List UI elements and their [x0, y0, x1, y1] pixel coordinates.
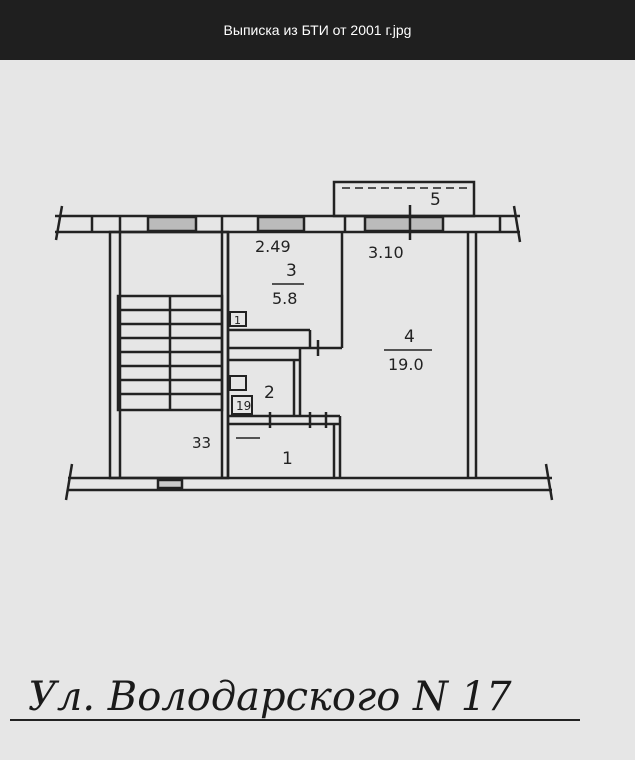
- window-dimension-label: 3.10: [368, 243, 404, 262]
- area-label: 33: [192, 434, 211, 452]
- room-number-label: 2: [264, 383, 275, 403]
- small-label: 1: [234, 314, 241, 327]
- window-dimension-label: 2.49: [255, 237, 291, 256]
- room-number-label: 5: [430, 190, 441, 210]
- window-title-bar: Выписка из БТИ от 2001 г.jpg: [0, 0, 635, 60]
- image-viewer[interactable]: 2.49 3.10 5 3 5.8 4 19.0 2 1 1 19 33 Ул.…: [0, 60, 635, 760]
- room-area-label: 5.8: [272, 289, 297, 308]
- window-title: Выписка из БТИ от 2001 г.jpg: [223, 22, 412, 38]
- small-label: 19: [236, 399, 251, 413]
- room-number-label: 3: [286, 261, 297, 281]
- room-area-label: 19.0: [388, 355, 424, 374]
- street-caption: Ул. Володарского N 17: [28, 674, 512, 720]
- paper-background: [0, 60, 635, 760]
- room-number-label: 4: [404, 327, 415, 347]
- plan-drawing: [10, 180, 580, 721]
- floor-plan-image: 2.49 3.10 5 3 5.8 4 19.0 2 1 1 19 33 Ул.…: [0, 60, 635, 760]
- room-number-label: 1: [282, 449, 293, 469]
